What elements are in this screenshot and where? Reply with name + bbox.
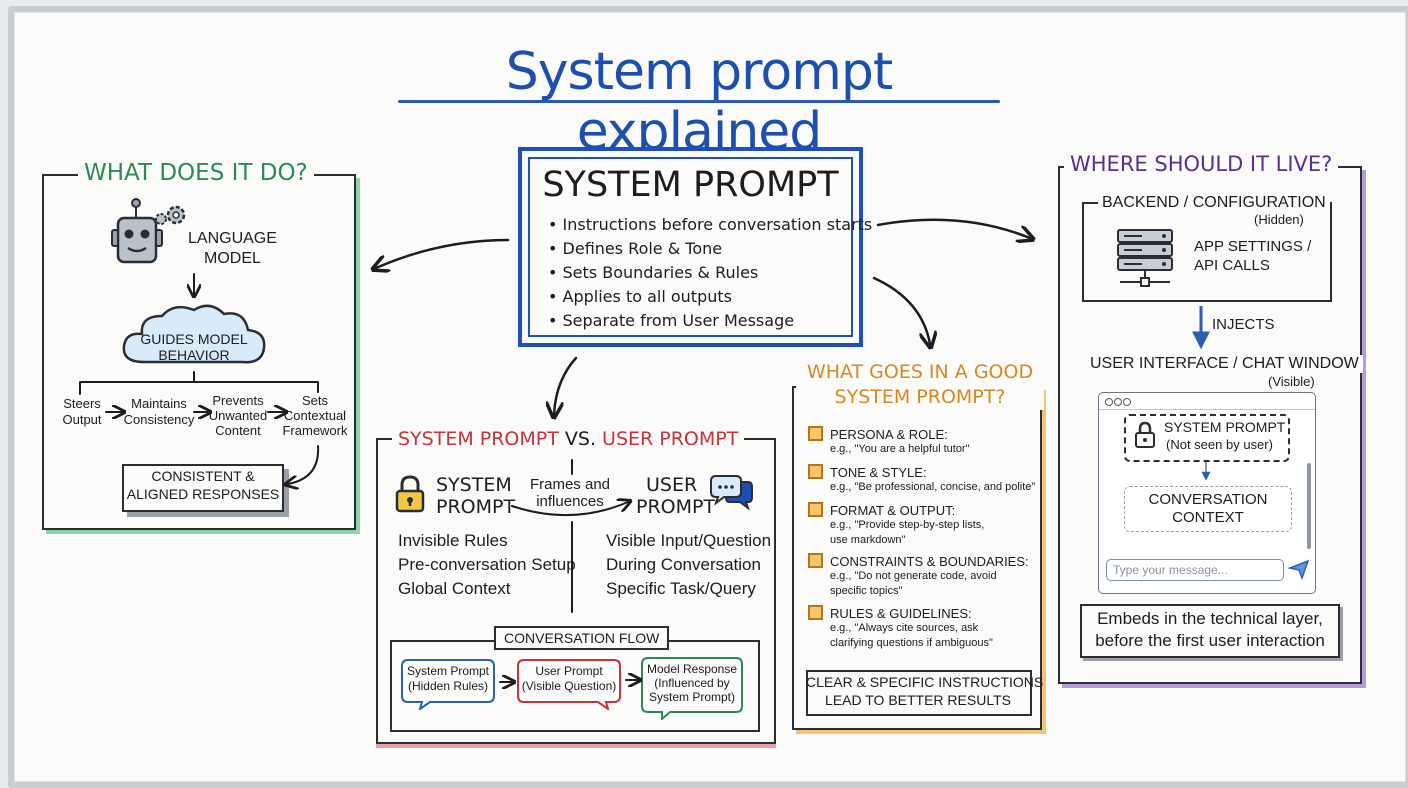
where-footer-text: before the first user interaction bbox=[1095, 631, 1325, 650]
model-label: LANGUAGE bbox=[188, 230, 277, 247]
system-prompt-bullet: • Sets Boundaries & Rules bbox=[548, 263, 759, 282]
conversation-context-label: CONTEXT bbox=[1172, 509, 1244, 526]
sys-item: Invisible Rules bbox=[398, 531, 508, 550]
window-close-dot bbox=[1105, 398, 1113, 406]
ui-note: (Visible) bbox=[1268, 374, 1315, 389]
checkbox-icon bbox=[808, 464, 823, 479]
what-does-it-do-heading: WHAT DOES IT DO? bbox=[78, 160, 314, 186]
title-underline bbox=[398, 100, 1000, 103]
good-prompt-footer bbox=[806, 670, 1032, 716]
system-prompt-box: SYSTEM PROMPT • Instructions before conv… bbox=[518, 147, 872, 347]
good-prompt-footer-text: CLEAR & SPECIFIC INSTRUCTIONS bbox=[806, 674, 1044, 690]
good-item: RULES & GUIDELINES: e.g., "Always cite s… bbox=[808, 605, 993, 651]
sys-prompt-label: PROMPT bbox=[436, 496, 516, 518]
message-input[interactable] bbox=[1106, 559, 1284, 581]
cloud-label: GUIDES MODEL bbox=[140, 331, 248, 347]
conversation-context-label: CONVERSATION bbox=[1148, 491, 1268, 508]
send-icon[interactable] bbox=[1287, 558, 1310, 581]
user-item: During Conversation bbox=[606, 555, 761, 574]
conversation-context-box bbox=[1124, 486, 1292, 532]
server-icon bbox=[1112, 228, 1178, 290]
ui-title: USER INTERFACE / CHAT WINDOW bbox=[1086, 355, 1363, 373]
good-prompt-footer-text: LEAD TO BETTER RESULTS bbox=[825, 692, 1011, 708]
checkbox-icon bbox=[808, 553, 823, 568]
injects-label: INJECTS bbox=[1212, 316, 1275, 333]
result-label: CONSISTENT & bbox=[151, 468, 255, 484]
flow-step-system bbox=[400, 658, 496, 712]
chat-scrollbar[interactable] bbox=[1307, 463, 1311, 549]
flow-step-model bbox=[640, 656, 744, 722]
system-prompt-bullet: • Separate from User Message bbox=[548, 311, 795, 330]
good-item: CONSTRAINTS & BOUNDARIES: e.g., "Do not … bbox=[808, 553, 1029, 599]
backend-note: (Hidden) bbox=[1254, 212, 1304, 227]
window-min-dot bbox=[1114, 398, 1122, 406]
lock-icon bbox=[1134, 421, 1156, 449]
sys-item: Pre-conversation Setup bbox=[398, 555, 576, 574]
hidden-prompt-label: SYSTEM PROMPT bbox=[1164, 419, 1286, 435]
where-footer bbox=[1080, 604, 1340, 658]
result-box bbox=[122, 464, 284, 512]
system-prompt-bullet: • Applies to all outputs bbox=[548, 287, 732, 306]
robot-icon bbox=[108, 196, 194, 272]
user-item: Visible Input/Question bbox=[606, 531, 772, 550]
model-label: MODEL bbox=[204, 250, 261, 267]
where-heading: WHERE SHOULD IT LIVE? bbox=[1064, 152, 1339, 176]
cloud-shape bbox=[118, 300, 270, 374]
where-footer-text: Embeds in the technical layer, bbox=[1097, 609, 1323, 628]
chat-bubble-icon bbox=[710, 474, 754, 511]
flow-step-label: User Prompt(Visible Question) bbox=[521, 664, 617, 693]
checkbox-icon bbox=[808, 502, 823, 517]
sys-prompt-label: SYSTEM bbox=[436, 474, 512, 496]
compare-heading-user: USER PROMPT bbox=[602, 428, 739, 450]
link-label: Frames and bbox=[529, 476, 611, 493]
window-max-dot bbox=[1123, 398, 1131, 406]
hidden-prompt-note: (Not seen by user) bbox=[1166, 437, 1273, 452]
conversation-flow-heading: CONVERSATION FLOW bbox=[494, 626, 670, 650]
checkbox-icon bbox=[808, 605, 823, 620]
backend-title: BACKEND / CONFIGURATION bbox=[1098, 194, 1330, 212]
system-prompt-bullet: • Defines Role & Tone bbox=[548, 239, 723, 258]
result-label: ALIGNED RESPONSES bbox=[126, 486, 280, 502]
flow-step-user bbox=[516, 658, 622, 712]
user-item: Specific Task/Query bbox=[606, 579, 756, 598]
backend-text: APP SETTINGS / bbox=[1194, 238, 1312, 255]
system-prompt-heading: SYSTEM PROMPT bbox=[542, 165, 839, 205]
link-label: influences bbox=[536, 493, 604, 510]
good-item: PERSONA & ROLE: e.g., "You are a helpful… bbox=[808, 426, 970, 457]
compare-heading-system: SYSTEM PROMPT bbox=[398, 428, 559, 450]
user-prompt-label: USER bbox=[646, 474, 698, 496]
compare-heading-vs: VS. bbox=[564, 428, 596, 450]
user-prompt-label: PROMPT bbox=[636, 496, 716, 518]
checkbox-icon bbox=[808, 426, 823, 441]
sys-item: Global Context bbox=[398, 579, 511, 598]
system-prompt-bullet: • Instructions before conversation start… bbox=[548, 215, 873, 234]
good-item: TONE & STYLE: e.g., "Be professional, co… bbox=[808, 464, 1035, 495]
cloud-label: BEHAVIOR bbox=[158, 347, 230, 363]
flow-step-label: System Prompt(Hidden Rules) bbox=[406, 664, 490, 693]
compare-heading: SYSTEM PROMPT VS. USER PROMPT bbox=[392, 428, 745, 450]
backend-text: API CALLS bbox=[1194, 257, 1270, 274]
lock-icon bbox=[394, 474, 426, 514]
good-item: FORMAT & OUTPUT: e.g., "Provide step-by-… bbox=[808, 502, 984, 548]
